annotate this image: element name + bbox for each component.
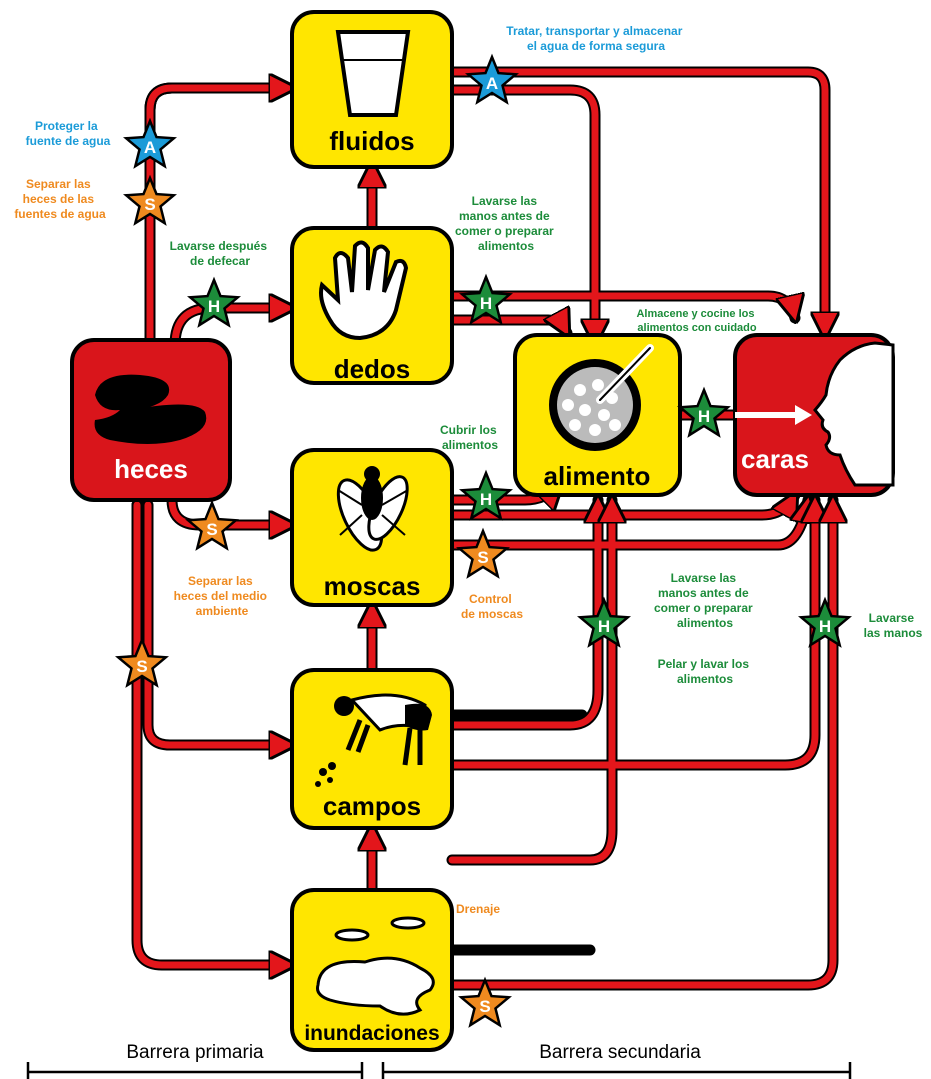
label-lavarse-antes-top: Lavarse las manos antes de comer o prepa… <box>455 194 557 253</box>
fly-icon <box>336 466 409 552</box>
node-caras: caras <box>733 333 895 497</box>
svg-text:H: H <box>208 297 220 316</box>
svg-text:H: H <box>480 294 492 313</box>
svg-text:H: H <box>480 490 492 509</box>
node-alimento: alimento <box>513 333 682 497</box>
label-almacene: Almacene y cocine los alimentos con cuid… <box>636 308 757 334</box>
label-lavarse-antes-mid: Lavarse las manos antes de comer o prepa… <box>654 571 756 630</box>
barrier-stars: A A S S S S S H <box>115 53 852 1028</box>
label-separar-medio: Separar las heces del medio ambiente <box>174 574 271 618</box>
barrier-secondary: Barrera secundaria <box>381 1042 852 1079</box>
svg-text:S: S <box>206 520 217 539</box>
star-h-middle: H <box>577 596 631 648</box>
node-heces: heces <box>70 338 232 502</box>
svg-text:S: S <box>479 997 490 1016</box>
node-fluidos: fluidos <box>290 10 454 169</box>
glass-icon <box>335 30 411 117</box>
label-lavarse-manos: Lavarse las manos <box>864 611 923 640</box>
barrier-primary: Barrera primaria <box>26 1042 364 1079</box>
svg-text:S: S <box>477 548 488 567</box>
node-dedos: dedos <box>290 226 454 385</box>
node-campos: campos <box>290 668 454 830</box>
star-s-drenaje: S <box>458 976 512 1028</box>
star-h-alimento: H <box>677 386 731 438</box>
svg-text:H: H <box>819 617 831 636</box>
label-pelar: Pelar y lavar los alimentos <box>658 657 753 686</box>
node-title: heces <box>114 454 188 484</box>
node-title: alimento <box>544 461 651 491</box>
feces-icon <box>94 374 207 444</box>
node-title: moscas <box>324 571 421 601</box>
label-proteger: Proteger la fuente de agua <box>26 119 111 148</box>
star-a-left: A <box>123 117 177 169</box>
star-h-right: H <box>798 596 852 648</box>
node-title: dedos <box>334 354 411 384</box>
svg-text:S: S <box>136 657 147 676</box>
label-tratar: Tratar, transportar y almacenar el agua … <box>506 24 685 53</box>
star-h-dedos: H <box>187 276 241 328</box>
svg-text:S: S <box>144 195 155 214</box>
face-profile-icon <box>813 341 895 487</box>
star-s-campos: S <box>115 636 169 688</box>
star-s-control: S <box>456 527 510 579</box>
svg-text:A: A <box>486 74 498 93</box>
barrier-primary-label: Barrera primaria <box>126 1042 264 1063</box>
annotation-labels: Tratar, transportar y almacenar el agua … <box>14 24 922 916</box>
node-title: campos <box>323 791 421 821</box>
person-defecating-icon <box>315 693 432 787</box>
label-separar-fuentes: Separar las heces de las fuentes de agua <box>14 177 106 221</box>
star-s-left-top: S <box>123 174 177 226</box>
label-cubrir: Cubrir los alimentos <box>440 423 500 452</box>
flood-puddle-icon <box>316 916 435 1016</box>
label-lavarse-despues: Lavarse después de defecar <box>170 239 271 268</box>
barrier-secondary-label: Barrera secundaria <box>539 1042 701 1063</box>
node-moscas: moscas <box>290 448 454 607</box>
hand-icon <box>319 240 409 341</box>
label-drenaje: Drenaje <box>456 902 500 916</box>
node-title: fluidos <box>329 126 414 156</box>
transmission-arrows <box>131 66 833 991</box>
svg-text:H: H <box>598 617 610 636</box>
star-h-dedos-right: H <box>459 273 513 325</box>
star-h-cubrir: H <box>459 469 513 521</box>
node-inundaciones: inundaciones <box>290 888 454 1052</box>
svg-text:A: A <box>144 138 156 157</box>
svg-text:H: H <box>698 407 710 426</box>
star-a-top: A <box>465 53 519 105</box>
star-s-moscas: S <box>185 499 239 551</box>
node-title: inundaciones <box>304 1022 439 1045</box>
node-title: caras <box>741 444 809 474</box>
label-control: Control de moscas <box>461 592 523 621</box>
food-bowl-icon <box>549 344 654 451</box>
